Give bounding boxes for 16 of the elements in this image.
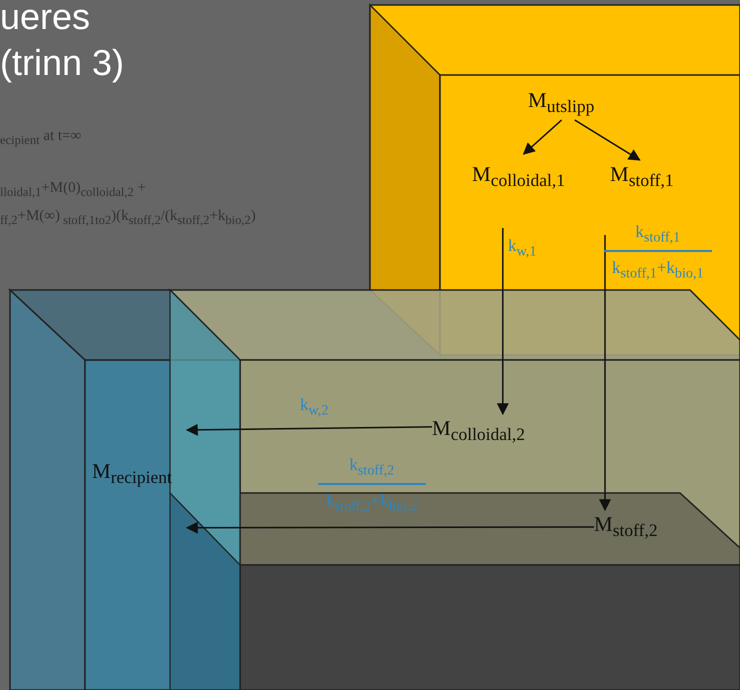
variable-label: M$_{utslipp}$ bbox=[528, 86, 610, 120]
edge-label: k$_{stoff,1}$ k$_{stoff,1}$+k$_{bio,1}$ bbox=[604, 222, 712, 283]
variable-label: M$_{colloidal,2}$ bbox=[432, 414, 550, 448]
arrow bbox=[186, 424, 432, 436]
arrow bbox=[522, 119, 562, 155]
edge-label: k$_{w,1}$ bbox=[508, 236, 536, 260]
arrow bbox=[186, 522, 594, 534]
edge-label: k$_{stoff,2}$ k$_{stoff,2}$+k$_{bio,2}$ bbox=[318, 455, 426, 516]
edge-label: k$_{w,2}$ bbox=[300, 395, 328, 420]
slide-title: ueres (trinn 3) bbox=[0, 0, 126, 85]
variable-label: M$_{colloidal,1}$ bbox=[472, 160, 582, 194]
arrow bbox=[599, 235, 611, 512]
variable-label: M$_{stoff,2}$ bbox=[594, 510, 680, 544]
variable-label: M$_{stoff,1}$ bbox=[610, 160, 688, 194]
arrow bbox=[496, 228, 509, 416]
arrow bbox=[574, 119, 641, 161]
